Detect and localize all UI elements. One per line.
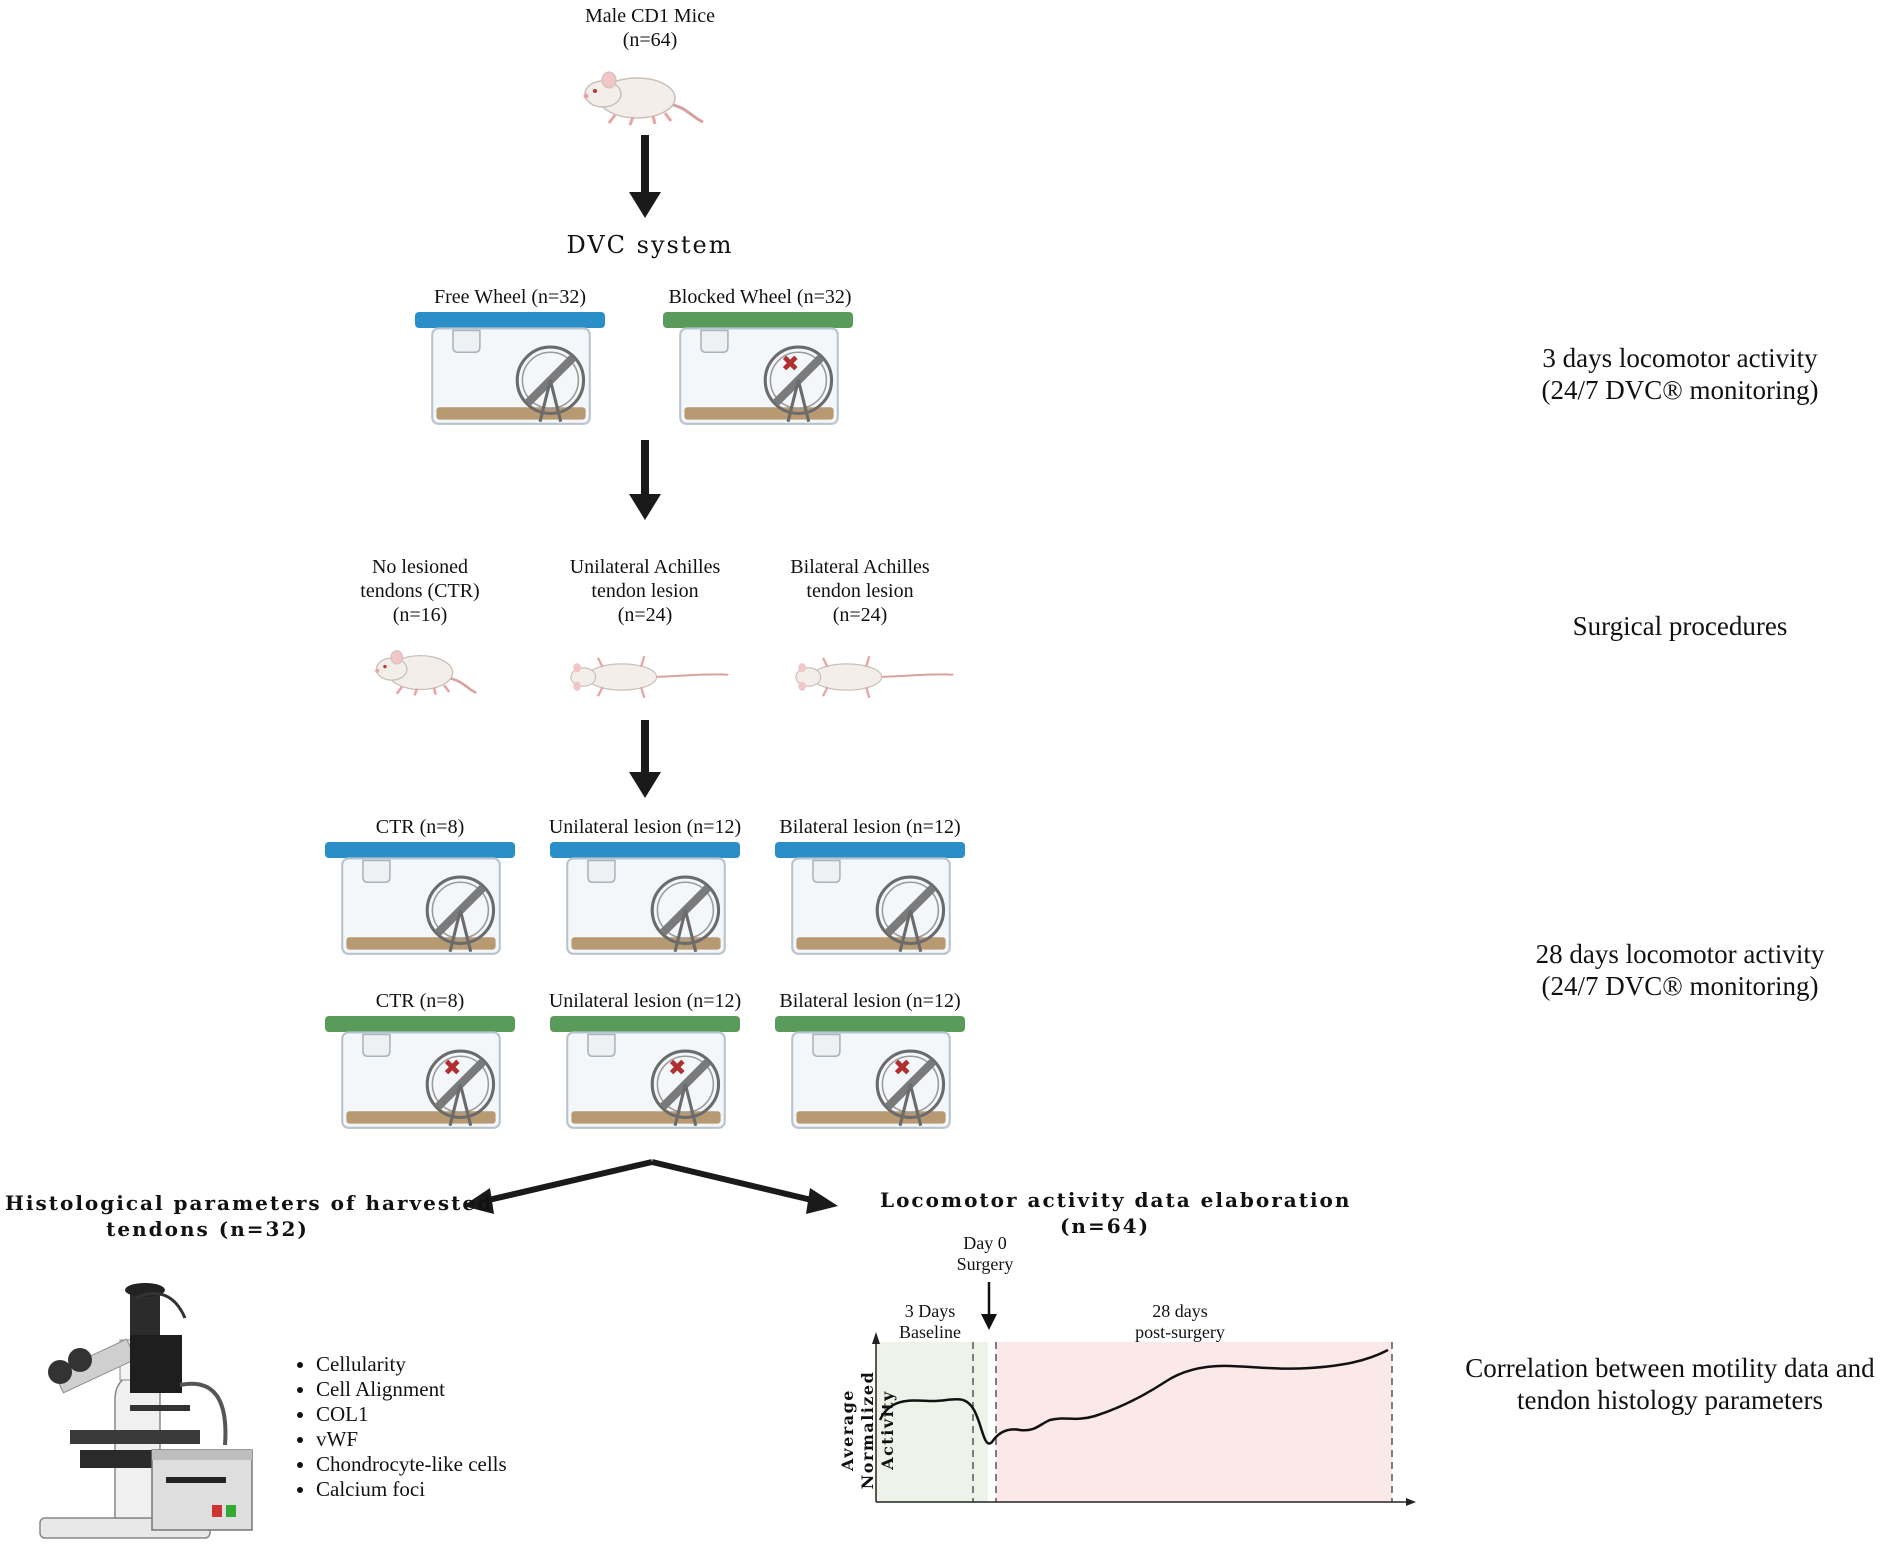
y-label-line-3: Activity xyxy=(878,1390,897,1470)
group-ctr-line1: No lesioned xyxy=(371,556,469,578)
dvc-title: DVC system xyxy=(566,231,734,259)
top-count: (n=64) xyxy=(622,29,678,51)
list-item: Calcium foci xyxy=(316,1477,507,1502)
list-item: COL1 xyxy=(316,1402,507,1427)
group-bi-line2: tendon lesion xyxy=(806,580,914,602)
post-surgery-label-1: 28 days xyxy=(1152,1301,1208,1321)
group-uni-line2: tendon lesion xyxy=(591,580,699,602)
side-label-28days-b: (24/7 DVC® monitoring) xyxy=(1541,971,1819,1001)
free-wheel-label: Free Wheel (n=32) xyxy=(434,286,586,308)
surgery-arrow-head xyxy=(981,1314,997,1330)
control-box-icon xyxy=(130,1335,253,1531)
baseline-label-1: 3 Days xyxy=(904,1301,956,1321)
group-bi-line1: Bilateral Achilles xyxy=(790,556,930,578)
side-label-3days-a: 3 days locomotor activity xyxy=(1542,343,1818,373)
cage-free-uni xyxy=(550,838,740,960)
list-item: Chondrocyte-like cells xyxy=(316,1452,507,1477)
cage-blocked-uni: ✖ xyxy=(550,1012,740,1134)
post-surgery-label-2: post-surgery xyxy=(1135,1322,1225,1342)
list-item: vWF xyxy=(316,1427,507,1452)
group-ctr-line3: (n=16) xyxy=(392,604,448,626)
mouse-unilateral-icon xyxy=(560,650,730,704)
blocked-wheel-label: Blocked Wheel (n=32) xyxy=(668,286,852,308)
mouse-ctr-icon xyxy=(368,640,478,700)
activity-curve xyxy=(878,1348,1389,1445)
y-label-line-2: Normalized xyxy=(858,1370,877,1490)
day0-label-1: Day 0 xyxy=(963,1233,1007,1253)
cage-blocked-label-ctr: CTR (n=8) xyxy=(375,990,465,1012)
y-label-line-1: Average xyxy=(838,1389,857,1471)
cage-blocked-label-uni: Unilateral lesion (n=12) xyxy=(548,990,742,1012)
camera-icon xyxy=(134,1292,187,1319)
locomotor-title-2: (n=64) xyxy=(1059,1214,1151,1238)
cage-free-ctr xyxy=(325,838,515,960)
blocked-x-icon: ✖ xyxy=(781,352,800,377)
activity-plot xyxy=(872,1282,1416,1506)
list-item: Cell Alignment xyxy=(316,1377,507,1402)
side-label-28days-a: 28 days locomotor activity xyxy=(1535,939,1825,969)
activity-y-label: Average Normalized Activity xyxy=(838,1355,928,1505)
cage-free-label-uni: Unilateral lesion (n=12) xyxy=(548,816,742,838)
top-title: Male CD1 Mice xyxy=(585,5,715,27)
side-label-correlation-b: tendon histology parameters xyxy=(1517,1385,1823,1415)
group-uni-line3: (n=24) xyxy=(617,604,673,626)
side-label-3days-b: (24/7 DVC® monitoring) xyxy=(1541,375,1819,405)
blocked-wheel-cage: ✖ xyxy=(663,308,853,430)
mouse-bilateral-icon xyxy=(785,650,955,704)
cage-free-bi xyxy=(775,838,965,960)
baseline-region xyxy=(876,1342,988,1502)
group-uni-line1: Unilateral Achilles xyxy=(569,556,721,578)
y-axis-arrowhead xyxy=(872,1332,880,1344)
side-label-surgical: Surgical procedures xyxy=(1572,611,1788,641)
histology-title-1: Histological parameters of harvested xyxy=(5,1191,494,1215)
x-axis-arrowhead xyxy=(1406,1498,1416,1506)
histology-params-list: Cellularity Cell Alignment COL1 vWF Chon… xyxy=(290,1352,507,1502)
baseline-label-2: Baseline xyxy=(899,1322,961,1342)
group-bi-line3: (n=24) xyxy=(832,604,888,626)
cage-blocked-bi: ✖ xyxy=(775,1012,965,1134)
cage-free-label-ctr: CTR (n=8) xyxy=(375,816,465,838)
cage-blocked-ctr: ✖ xyxy=(325,1012,515,1134)
blocked-x-icon: ✖ xyxy=(668,1056,687,1081)
cage-free-label-bi: Bilateral lesion (n=12) xyxy=(779,816,961,838)
list-item: Cellularity xyxy=(316,1352,507,1377)
locomotor-title-1: Locomotor activity data elaboration xyxy=(880,1188,1352,1212)
free-wheel-cage xyxy=(415,308,605,430)
side-label-correlation-a: Correlation between motility data and xyxy=(1465,1353,1875,1383)
blocked-x-icon: ✖ xyxy=(443,1056,462,1081)
histology-title-2: tendons (n=32) xyxy=(106,1217,309,1241)
day0-label-2: Surgery xyxy=(956,1254,1014,1274)
blocked-x-icon: ✖ xyxy=(893,1056,912,1081)
cage-blocked-label-bi: Bilateral lesion (n=12) xyxy=(779,990,961,1012)
group-ctr-line2: tendons (CTR) xyxy=(360,580,480,602)
